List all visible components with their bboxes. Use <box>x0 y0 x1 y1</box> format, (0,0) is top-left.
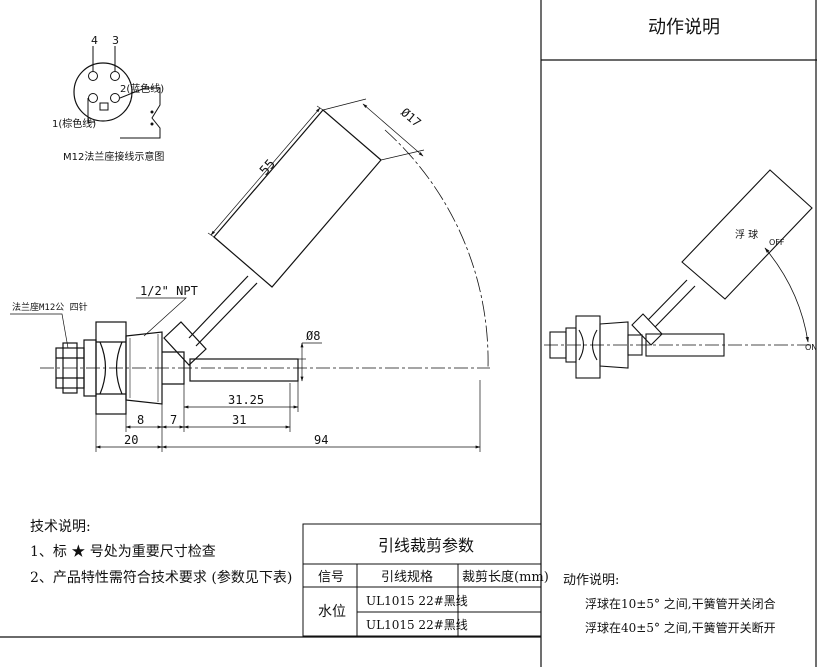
pin-3-label: 3 <box>112 34 119 47</box>
action-desc-line-1: 浮球在10±5° 之间,干簧管开关闭合 <box>585 596 776 611</box>
table-spec-1: UL1015 22#黑线 <box>366 594 468 608</box>
table-header-spec: 引线规格 <box>381 569 433 585</box>
m12-connector-diagram: 4 3 2(蓝色线) 1(棕色线) M12法兰座接线示意图 <box>52 34 164 163</box>
on-label: ON <box>805 343 817 352</box>
action-desc-title: 动作说明: <box>563 573 619 588</box>
off-label: OFF <box>769 238 785 247</box>
tech-notes-title: 技术说明: <box>30 519 91 535</box>
action-desc-line-2: 浮球在40±5° 之间,干簧管开关断开 <box>585 620 776 635</box>
tech-note-1: 1、标 ★ 号处为重要尺寸检查 <box>30 544 216 560</box>
pin-2-label: 2(蓝色线) <box>120 82 164 95</box>
dim-d17: Ø17 <box>398 105 424 130</box>
dim-31-25: 31.25 <box>228 393 264 407</box>
table-header-signal: 信号 <box>318 570 344 585</box>
action-diagram <box>544 169 813 379</box>
connector-caption: M12法兰座接线示意图 <box>63 150 164 163</box>
dim-d8: Ø8 <box>306 329 320 343</box>
dim-8: 8 <box>137 413 144 427</box>
table-spec-2: UL1015 22#黑线 <box>366 618 468 632</box>
dim-7: 7 <box>170 413 177 427</box>
pin-1-label: 1(棕色线) <box>52 117 96 130</box>
dim-94: 94 <box>314 433 328 447</box>
float-label: 浮 球 <box>735 228 758 241</box>
tech-note-2: 2、产品特性需符合技术要求 (参数见下表) <box>30 569 292 586</box>
lead-table <box>302 523 542 637</box>
action-panel-title: 动作说明 <box>648 17 720 38</box>
dim-20: 20 <box>124 433 138 447</box>
flange-label: 法兰座M12公 四针 <box>12 301 88 313</box>
sensor-drawing <box>10 98 490 452</box>
dim-31: 31 <box>232 413 246 427</box>
thread-label: 1/2" NPT <box>140 284 198 298</box>
pin-4-label: 4 <box>91 34 98 47</box>
table-header-length: 裁剪长度(mm) <box>462 569 549 585</box>
table-signal: 水位 <box>318 604 346 620</box>
lead-table-title: 引线裁剪参数 <box>378 536 474 555</box>
